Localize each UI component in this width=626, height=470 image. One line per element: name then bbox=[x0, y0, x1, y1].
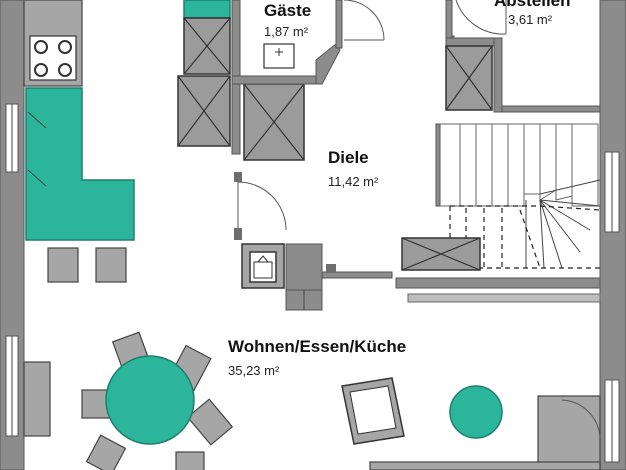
dining-table-icon bbox=[81, 331, 234, 470]
wall-gaeste-right bbox=[335, 0, 343, 49]
sofa-right bbox=[537, 395, 601, 470]
staircase bbox=[435, 123, 601, 269]
bar-stool-1 bbox=[47, 247, 79, 283]
room-area-gaeste: 1,87 m² bbox=[264, 24, 309, 39]
wall-stair-bottom bbox=[395, 277, 601, 289]
stair-dashed-outline bbox=[449, 205, 601, 269]
wall-abstellen-right bbox=[493, 37, 503, 113]
room-area-diele: 11,42 m² bbox=[328, 174, 379, 189]
cabinet-2 bbox=[177, 75, 231, 147]
diele-door-arc bbox=[237, 181, 287, 231]
cabinet-4 bbox=[445, 45, 493, 111]
washbasin-icon bbox=[263, 43, 295, 69]
round-table-icon bbox=[449, 385, 503, 439]
room-name-gaeste: Gäste bbox=[264, 1, 311, 20]
door-frame-left-bottom bbox=[234, 228, 242, 240]
room-area-wohnen: 35,23 m² bbox=[228, 363, 280, 378]
wall-diele-bottom bbox=[321, 271, 393, 279]
tall-cabinet-top bbox=[183, 0, 231, 19]
wall-stair-bottom-light bbox=[407, 293, 601, 303]
gaeste-door-arc bbox=[343, 0, 385, 41]
sofa-bottom bbox=[369, 461, 601, 470]
cabinet-1 bbox=[183, 17, 231, 75]
wall-abstellen-bottom bbox=[445, 37, 499, 47]
room-name-diele: Diele bbox=[328, 148, 369, 167]
armchair-icon bbox=[341, 377, 405, 445]
room-name-wohnen: Wohnen/Essen/Küche bbox=[228, 337, 406, 356]
fireplace-icon bbox=[241, 243, 285, 289]
kitchen-island bbox=[25, 87, 135, 241]
terrace-door-arc bbox=[561, 399, 601, 439]
abstellen-door-arc bbox=[455, 0, 507, 35]
room-area-abstellen: 3,61 m² bbox=[508, 12, 553, 27]
kitchen-diagonal-lines bbox=[27, 111, 47, 187]
stove-icon bbox=[29, 35, 77, 81]
cabinet-5 bbox=[401, 237, 481, 271]
bar-stool-2 bbox=[95, 247, 127, 283]
cabinet-3 bbox=[243, 83, 305, 161]
wall-top-right bbox=[501, 105, 601, 113]
wall-gaeste-angle bbox=[315, 43, 341, 85]
room-name-abstellen: Abstellen bbox=[494, 0, 571, 10]
door-frame-left-top bbox=[234, 172, 242, 182]
sideboard-left bbox=[23, 361, 51, 437]
door-stop bbox=[326, 264, 336, 272]
wall-diele-mid bbox=[231, 83, 241, 155]
wall-gaeste-left bbox=[231, 0, 241, 83]
wall-gaeste-bottom bbox=[231, 75, 319, 85]
wall-fireplace-right bbox=[285, 243, 323, 291]
wall-abstellen-left-vert bbox=[445, 0, 453, 45]
